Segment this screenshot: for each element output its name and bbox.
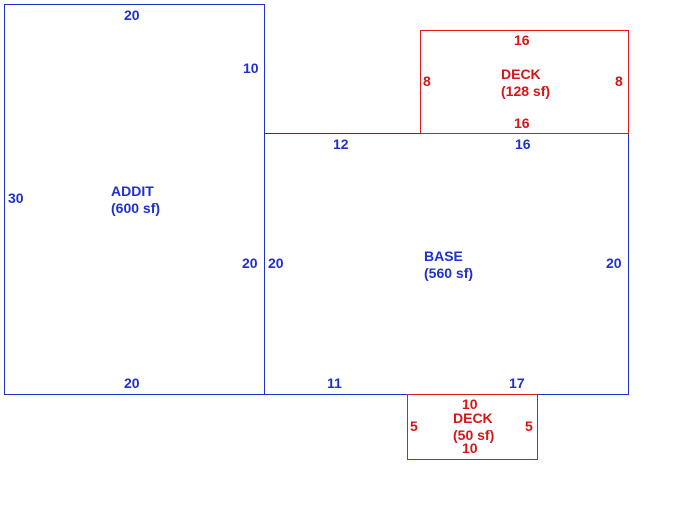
addit-dim-bottom: 20 (124, 375, 140, 391)
deck-bottom-dim-top: 10 (462, 396, 478, 412)
addit-area: (600 sf) (111, 200, 161, 216)
base-dim-left: 20 (268, 255, 284, 271)
deck-top-dim-right: 8 (615, 73, 623, 89)
base-area: (560 sf) (424, 265, 474, 281)
deck-bottom-dim-bottom: 10 (462, 440, 478, 456)
base-dim-right: 20 (606, 255, 622, 271)
deck-top-outline (420, 30, 629, 134)
deck-top-area: (128 sf) (501, 83, 551, 99)
deck-top-name: DECK (501, 66, 541, 82)
base-label: BASE (560 sf) (424, 248, 473, 282)
addit-dim-right-lower: 20 (242, 255, 258, 271)
addit-dim-top: 20 (124, 7, 140, 23)
deck-bottom-dim-right: 5 (525, 418, 533, 434)
deck-top-dim-top: 16 (514, 32, 530, 48)
base-name: BASE (424, 248, 463, 264)
base-dim-top-left: 12 (333, 136, 349, 152)
addit-name: ADDIT (111, 183, 154, 199)
deck-top-dim-bottom: 16 (514, 115, 530, 131)
base-dim-bottom-left: 11 (327, 375, 342, 391)
deck-bottom-name: DECK (453, 410, 493, 426)
addit-dim-left: 30 (8, 190, 24, 206)
base-dim-top-right: 16 (515, 136, 531, 152)
base-dim-bottom-right: 17 (509, 375, 525, 391)
addit-dim-right-upper: 10 (243, 60, 259, 76)
deck-bottom-area: (50 sf) (453, 427, 495, 443)
deck-bottom-outline (407, 394, 538, 460)
deck-top-label: DECK (128 sf) (501, 66, 550, 100)
deck-bottom-label: DECK (50 sf) (453, 410, 494, 444)
addit-label: ADDIT (600 sf) (111, 183, 160, 217)
deck-top-dim-left: 8 (423, 73, 431, 89)
deck-bottom-dim-left: 5 (410, 418, 418, 434)
